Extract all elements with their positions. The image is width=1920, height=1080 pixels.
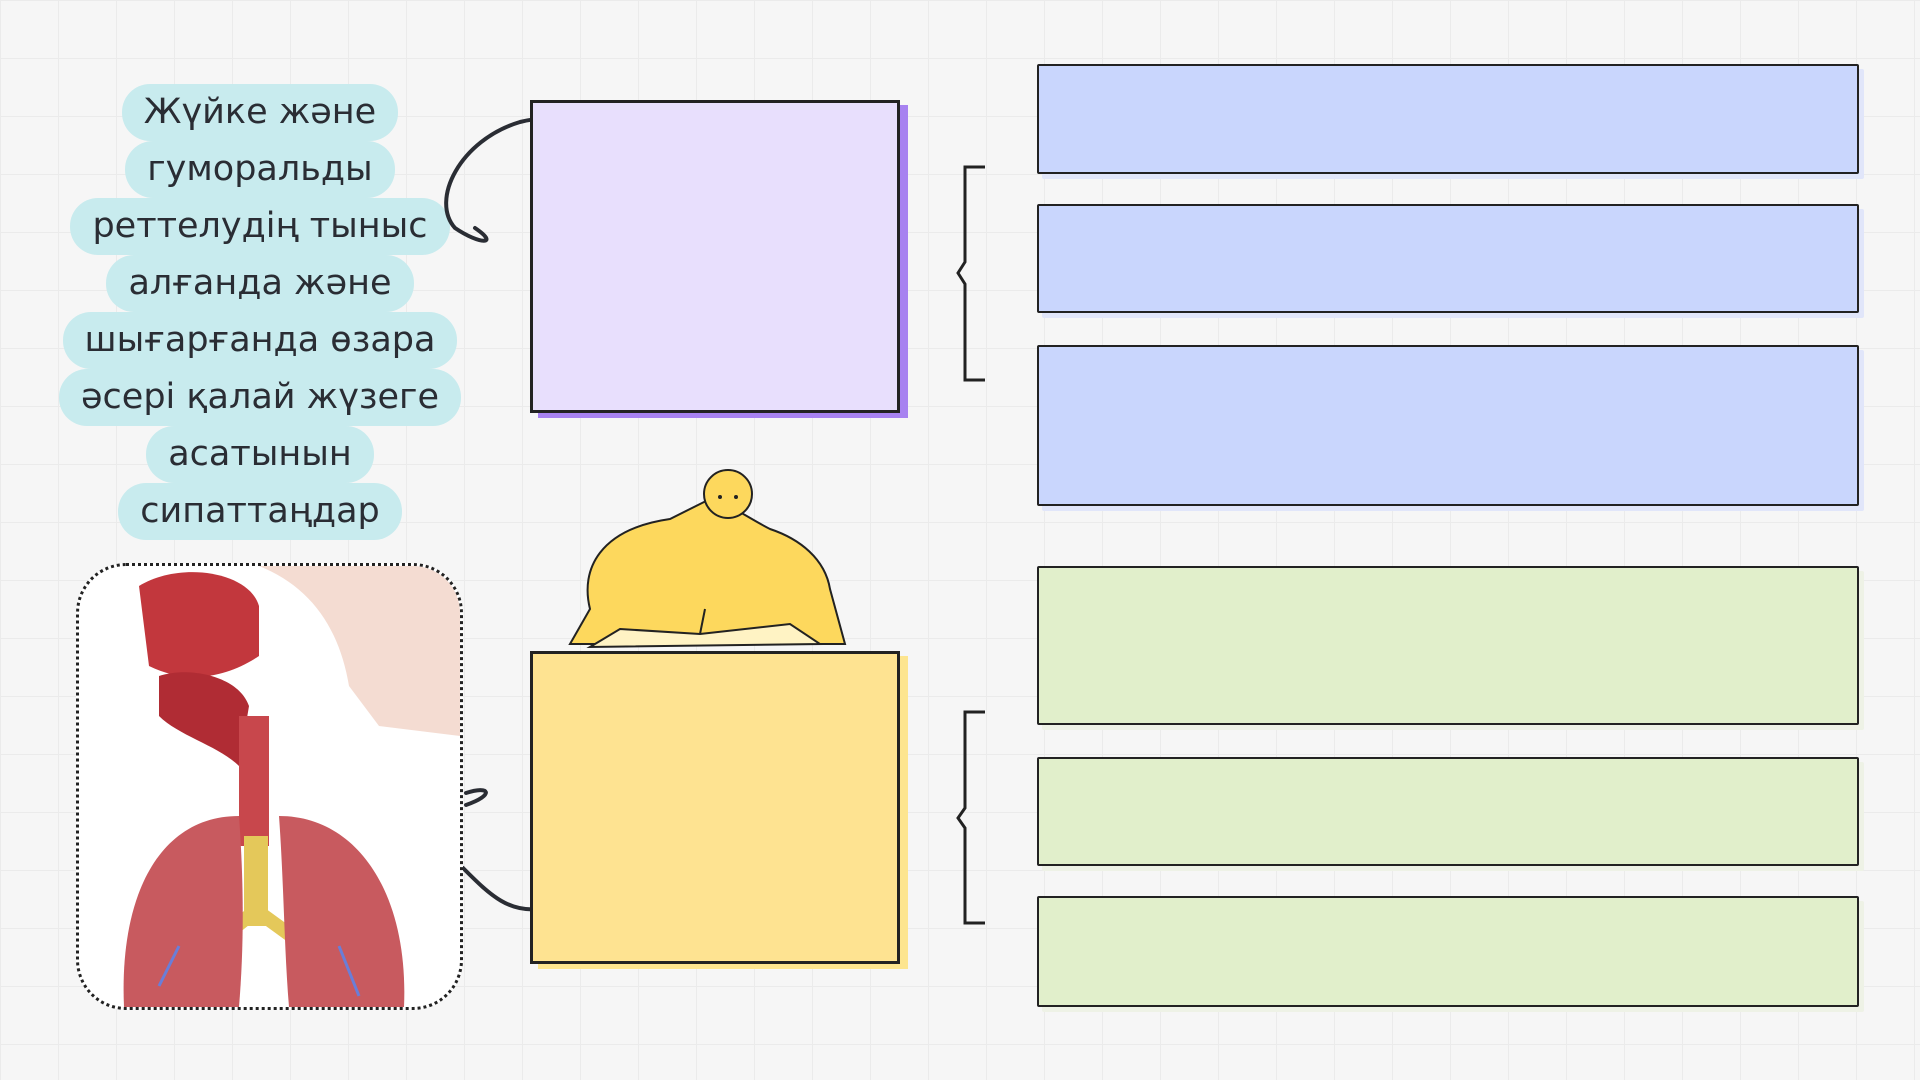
question-line: әсері қалай жүзеге: [59, 369, 461, 426]
purple-answer-box[interactable]: [530, 100, 900, 413]
blue-answer-bar-1[interactable]: [1037, 64, 1859, 174]
yellow-answer-box[interactable]: [530, 651, 900, 964]
blue-answer-bar-2[interactable]: [1037, 204, 1859, 313]
green-answer-bar-1[interactable]: [1037, 566, 1859, 725]
question-line: асатынын: [146, 426, 374, 483]
question-line: реттелудің тыныс: [70, 198, 450, 255]
question-text-block: Жүйке және гуморальды реттелудің тыныс а…: [40, 84, 480, 540]
question-line: Жүйке және: [121, 84, 399, 141]
brace-top: [956, 165, 985, 382]
question-line: шығарғанда өзара: [62, 312, 458, 369]
student-writing-illustration: [568, 469, 847, 649]
green-answer-bar-3[interactable]: [1037, 896, 1859, 1007]
respiratory-system-image: [76, 563, 463, 1010]
brace-bottom: [956, 710, 985, 925]
green-answer-bar-2[interactable]: [1037, 757, 1859, 866]
question-line: гуморальды: [125, 141, 395, 198]
question-line: алғанда және: [106, 255, 414, 312]
question-line: сипаттаңдар: [118, 483, 402, 540]
blue-answer-bar-3[interactable]: [1037, 345, 1859, 506]
